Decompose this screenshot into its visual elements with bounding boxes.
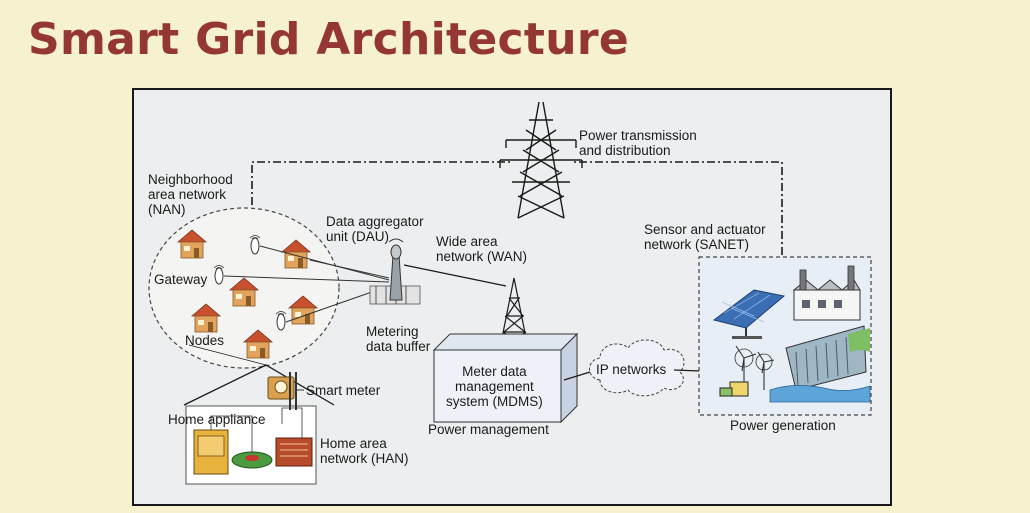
nodes-label: Nodes: [185, 333, 225, 348]
power-plant-icon: [792, 265, 861, 321]
ip-network-cloud: [589, 339, 685, 397]
wan-label: Wide area network (WAN): [436, 234, 528, 264]
nan-links: [223, 245, 390, 323]
diagram-artwork: [148, 101, 872, 485]
transmission-tower-icon: [499, 101, 583, 219]
han-callout: [188, 344, 267, 366]
ip-networks-label: IP networks: [596, 362, 667, 377]
gateway-label: Gateway: [154, 272, 208, 287]
han-label: Home area network (HAN): [320, 436, 409, 466]
mdms-label: Meter data management system (MDMS): [446, 364, 543, 409]
home-appliance-label: Home appliance: [168, 412, 266, 427]
dau-wan-link: [403, 264, 507, 287]
power-management-label: Power management: [428, 422, 549, 437]
smart-meter-icon: [267, 372, 304, 410]
dau-icon: [369, 238, 421, 305]
slide-title: Smart Grid Architecture: [28, 14, 629, 65]
power-generation-label: Power generation: [730, 418, 836, 433]
mdms-box: [432, 332, 579, 424]
home-appliance-icon: [193, 407, 313, 475]
smart-meter-label: Smart meter: [306, 383, 381, 398]
metering-buffer-label: Metering data buffer: [366, 324, 431, 354]
wind-turbine-icon: [719, 345, 775, 397]
smart-grid-diagram: Power transmission and distribution Neig…: [132, 88, 892, 506]
power-loop-right: [574, 161, 783, 255]
dau-label: Data aggregator unit (DAU): [326, 214, 424, 244]
solar-panel-icon: [712, 289, 786, 339]
power-transmission-label: Power transmission and distribution: [579, 128, 697, 158]
nan-label: Neighborhood area network (NAN): [148, 172, 233, 217]
mdms-ip-link: [563, 371, 591, 381]
sanet-label: Sensor and actuator network (SANET): [644, 222, 766, 252]
hydro-dam-icon: [769, 325, 871, 403]
power-loop-left: [251, 161, 512, 205]
